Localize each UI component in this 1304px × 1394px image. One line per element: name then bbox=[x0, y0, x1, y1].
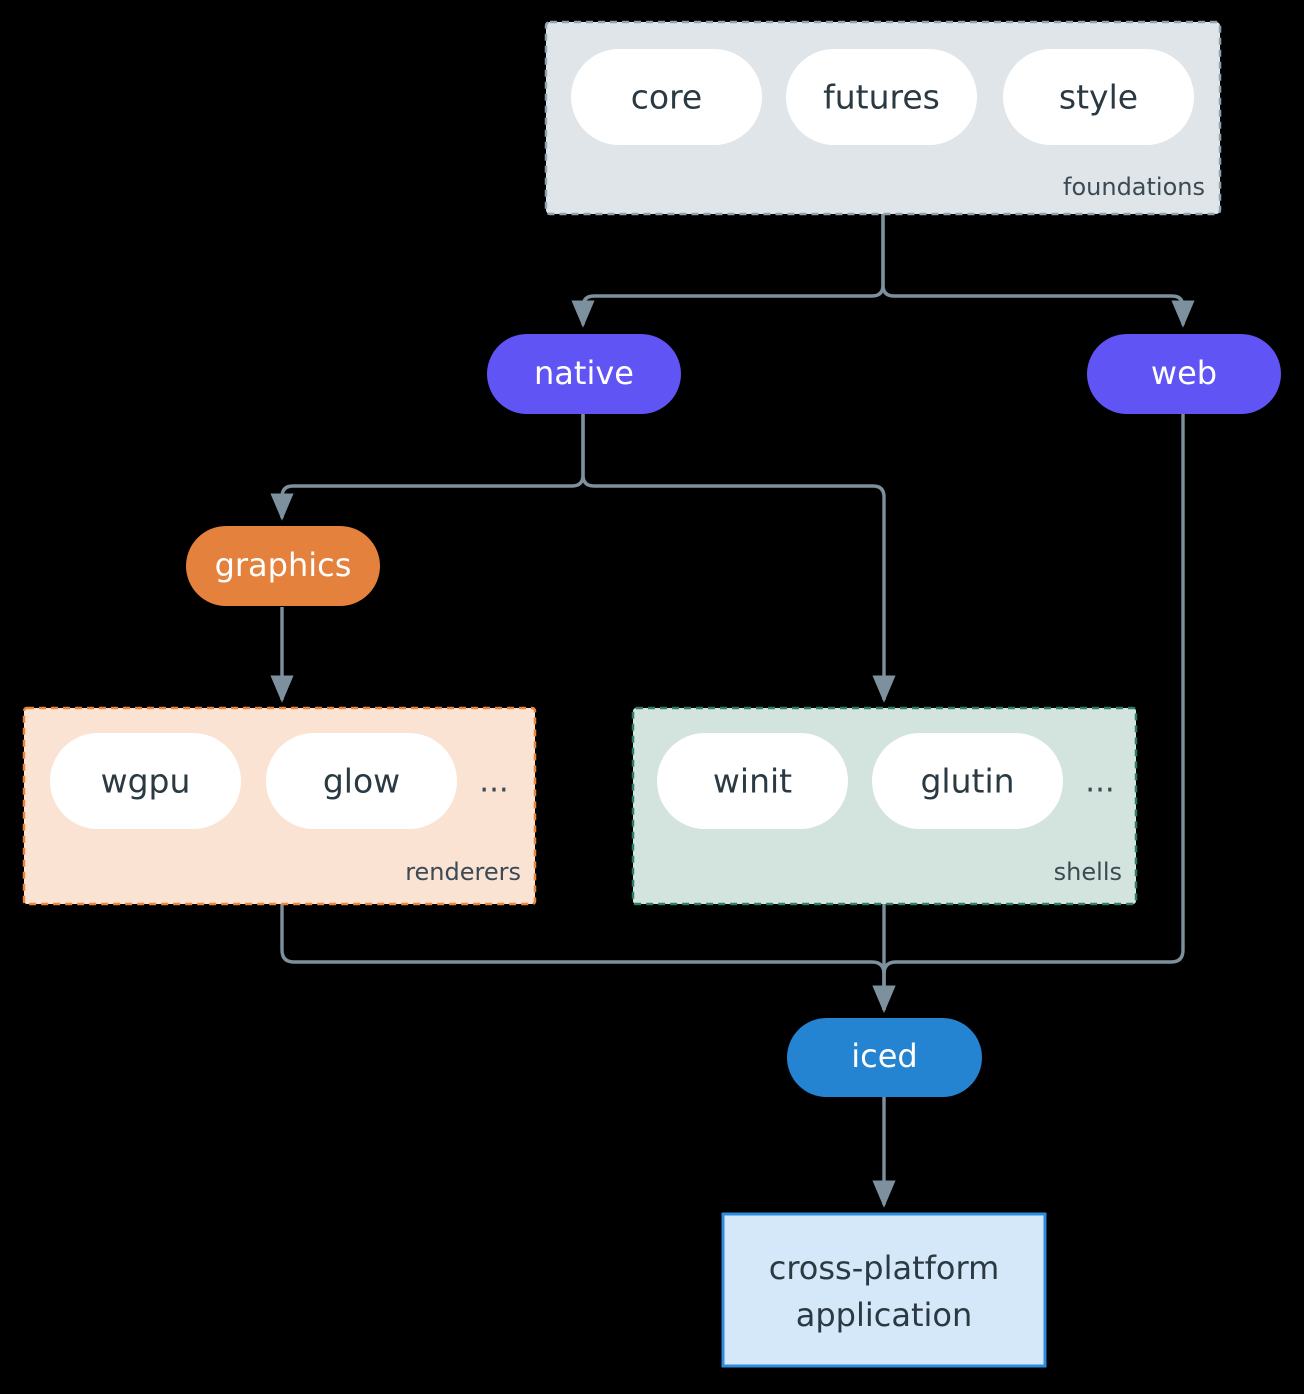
application-box[interactable] bbox=[721, 1212, 1047, 1368]
foundations-caption: foundations bbox=[1063, 173, 1205, 201]
glutin-label: glutin bbox=[920, 762, 1014, 801]
renderers-caption: renderers bbox=[405, 858, 521, 886]
edge-native-to-graphics bbox=[270, 414, 585, 521]
edge-native-to-shells bbox=[581, 414, 896, 703]
iced-label: iced bbox=[851, 1037, 917, 1075]
futures-pill[interactable] bbox=[786, 49, 977, 145]
node-iced[interactable]: iced bbox=[787, 1018, 982, 1097]
web-label: web bbox=[1151, 354, 1217, 392]
winit-label: winit bbox=[713, 762, 792, 801]
renderers-item-glow[interactable]: glow bbox=[266, 733, 457, 829]
shells-item-glutin[interactable]: glutin bbox=[872, 733, 1063, 829]
style-label: style bbox=[1059, 78, 1138, 117]
application-label-line-2: application bbox=[796, 1296, 973, 1334]
node-web[interactable]: web bbox=[1087, 334, 1281, 414]
node-application[interactable]: cross-platform application bbox=[721, 1212, 1047, 1368]
wgpu-label: wgpu bbox=[101, 762, 191, 801]
native-pill[interactable] bbox=[487, 334, 681, 414]
wgpu-pill[interactable] bbox=[50, 733, 241, 829]
group-shells: winit glutin ... shells bbox=[631, 706, 1138, 906]
shells-caption: shells bbox=[1054, 858, 1122, 886]
group-renderers: wgpu glow ... renderers bbox=[22, 706, 537, 906]
futures-label: futures bbox=[823, 78, 940, 117]
glow-label: glow bbox=[323, 762, 400, 801]
renderers-item-wgpu[interactable]: wgpu bbox=[50, 733, 241, 829]
edge-foundations-to-native bbox=[571, 214, 885, 328]
edge-layer bbox=[270, 214, 1195, 1208]
native-label: native bbox=[534, 354, 634, 392]
core-label: core bbox=[631, 78, 702, 117]
group-foundations: core futures style foundations bbox=[544, 20, 1222, 216]
edge-renderers-to-iced bbox=[280, 903, 896, 1013]
application-label-line-1: cross-platform bbox=[769, 1249, 999, 1287]
foundations-item-core[interactable]: core bbox=[571, 49, 762, 145]
glow-pill[interactable] bbox=[266, 733, 457, 829]
style-pill[interactable] bbox=[1003, 49, 1194, 145]
shells-item-winit[interactable]: winit bbox=[657, 733, 848, 829]
core-pill[interactable] bbox=[571, 49, 762, 145]
graphics-pill[interactable] bbox=[186, 526, 380, 606]
node-native[interactable]: native bbox=[487, 334, 681, 414]
web-pill[interactable] bbox=[1087, 334, 1281, 414]
node-graphics[interactable]: graphics bbox=[186, 526, 380, 606]
winit-pill[interactable] bbox=[657, 733, 848, 829]
glutin-pill[interactable] bbox=[872, 733, 1063, 829]
foundations-item-futures[interactable]: futures bbox=[786, 49, 977, 145]
iced-pill[interactable] bbox=[787, 1018, 982, 1097]
graphics-label: graphics bbox=[215, 546, 352, 584]
edge-foundations-to-web bbox=[881, 214, 1195, 328]
shells-overflow-ellipsis: ... bbox=[1085, 764, 1115, 800]
foundations-item-style[interactable]: style bbox=[1003, 49, 1194, 145]
renderers-overflow-ellipsis: ... bbox=[479, 764, 509, 800]
edge-web-to-iced bbox=[872, 414, 1185, 1013]
